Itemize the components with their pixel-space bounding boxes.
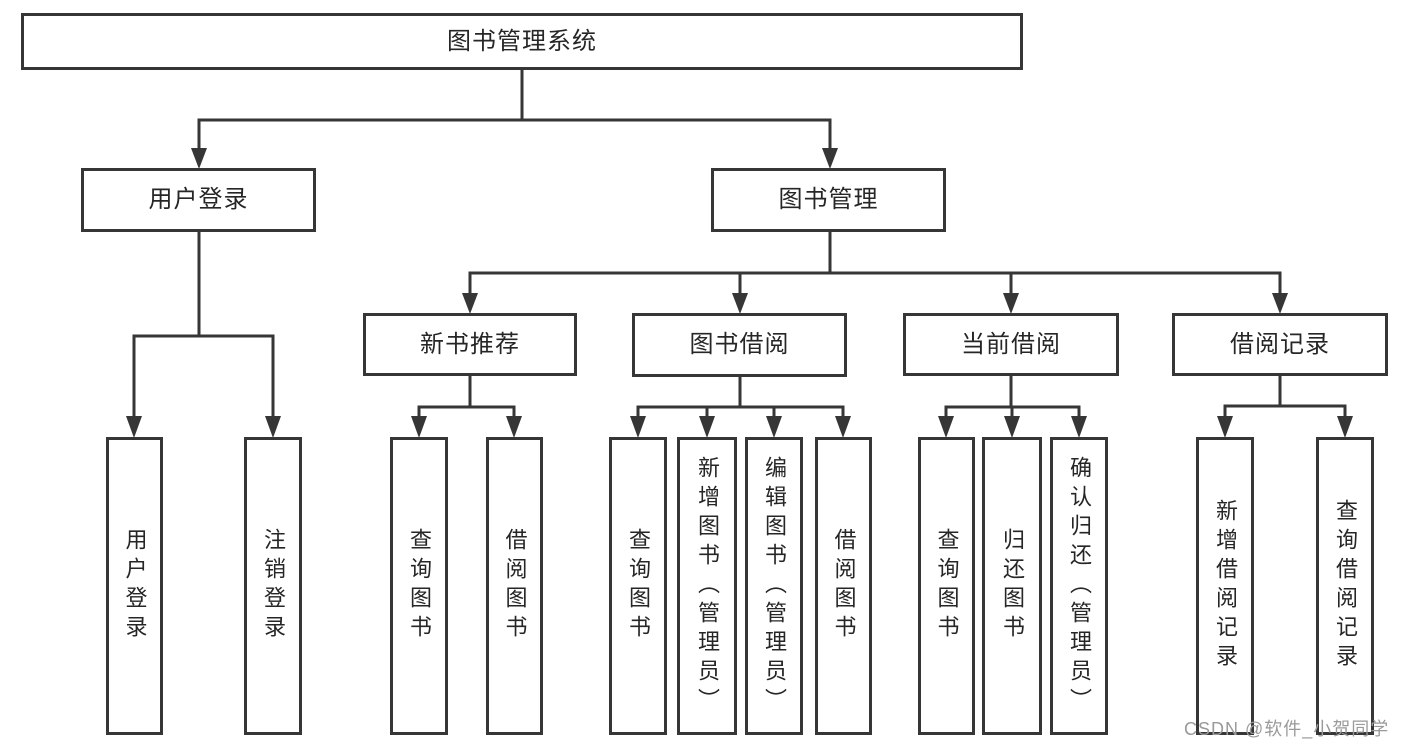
node-borrow-record: 借阅记录	[1172, 313, 1388, 376]
connector-book-mgmt-to-level3	[462, 232, 1288, 314]
node-root: 图书管理系统	[21, 13, 1023, 70]
leaf-user-login: 用户登录	[106, 437, 163, 735]
leaf-edit-book: 编辑图书（管理员）	[745, 437, 803, 735]
leaf-borrow-book-1: 借阅图书	[486, 437, 543, 735]
leaf-query-book-1: 查询图书	[390, 437, 448, 735]
leaf-borrow-book-2: 借阅图书	[815, 437, 872, 735]
node-new-book-rec: 新书推荐	[363, 313, 577, 376]
leaf-query-book-2: 查询图书	[609, 437, 667, 735]
connector-root-to-level2	[191, 70, 838, 169]
connector-book-borrow-children	[630, 376, 851, 438]
connector-user-login-children	[126, 232, 281, 438]
leaf-logout: 注销登录	[244, 437, 302, 735]
leaf-return-book: 归还图书	[982, 437, 1042, 735]
leaf-add-book: 新增图书（管理员）	[677, 437, 737, 735]
node-book-borrow: 图书借阅	[632, 313, 847, 377]
node-user-login: 用户登录	[81, 168, 316, 232]
csdn-watermark: CSDN @软件_小贺同学	[1184, 719, 1390, 739]
leaf-query-record: 查询借阅记录	[1316, 437, 1374, 735]
node-book-mgmt: 图书管理	[711, 168, 946, 232]
leaf-add-record: 新增借阅记录	[1196, 437, 1254, 735]
leaf-confirm-return: 确认归还（管理员）	[1050, 437, 1108, 735]
connector-borrow-record-children	[1217, 376, 1353, 438]
leaf-query-book-3: 查询图书	[918, 437, 975, 735]
node-current-borrow: 当前借阅	[903, 313, 1119, 376]
connector-current-borrow-children	[938, 376, 1087, 438]
connector-new-book-rec-children	[411, 376, 522, 438]
